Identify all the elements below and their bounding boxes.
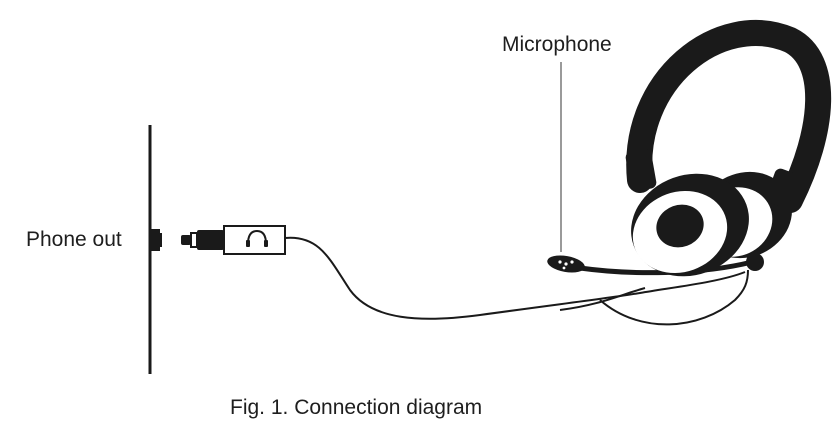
headset-headband [626,20,832,213]
phone-out-socket [150,229,160,251]
headband-slider-right [766,168,798,208]
phone-out-label: Phone out [26,228,122,251]
phone-out-socket-lip [156,233,162,247]
jack-plug [181,230,224,250]
cable-branch-mic [559,287,646,311]
headband-slider-left [625,148,657,192]
figure-caption: Fig. 1. Connection diagram [230,396,483,419]
earcup-front [631,173,749,277]
headphones-icon [246,229,268,247]
microphone-pivot [746,253,764,271]
headset-headband-inner [653,55,781,166]
adapter-box [223,225,286,255]
microphone-label: Microphone [502,33,612,56]
microphone-capsule [547,255,585,273]
cable-branch-lower [599,269,749,326]
headset-cable [284,236,746,320]
